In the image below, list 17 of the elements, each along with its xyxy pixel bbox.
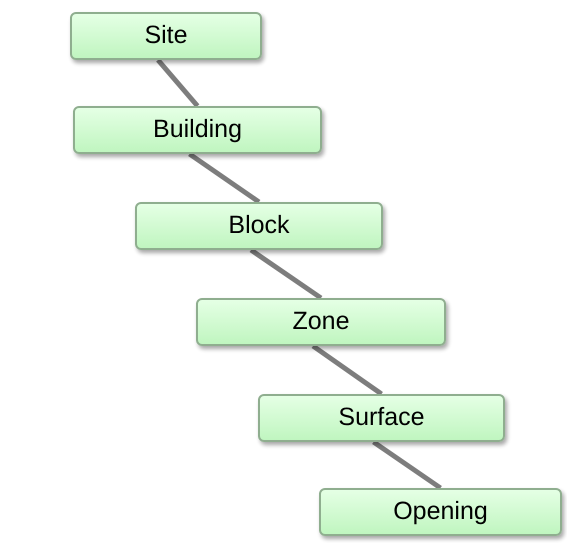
- connector-line: [156, 58, 200, 108]
- process-box: [196, 298, 446, 346]
- box-label: Block: [228, 210, 290, 242]
- process-box: [258, 394, 505, 442]
- connector-line: [188, 152, 260, 204]
- process-box: [73, 106, 322, 154]
- connector-line: [372, 440, 442, 490]
- box-label: Zone: [292, 306, 350, 338]
- process-box: [319, 488, 562, 536]
- process-box: [135, 202, 383, 250]
- box-label: Opening: [393, 496, 488, 528]
- connector-line: [312, 344, 383, 396]
- connector-line: [250, 248, 322, 300]
- box-label: Surface: [338, 402, 425, 434]
- process-box: [70, 12, 262, 60]
- box-label: Site: [144, 20, 188, 52]
- box-label: Building: [153, 114, 242, 146]
